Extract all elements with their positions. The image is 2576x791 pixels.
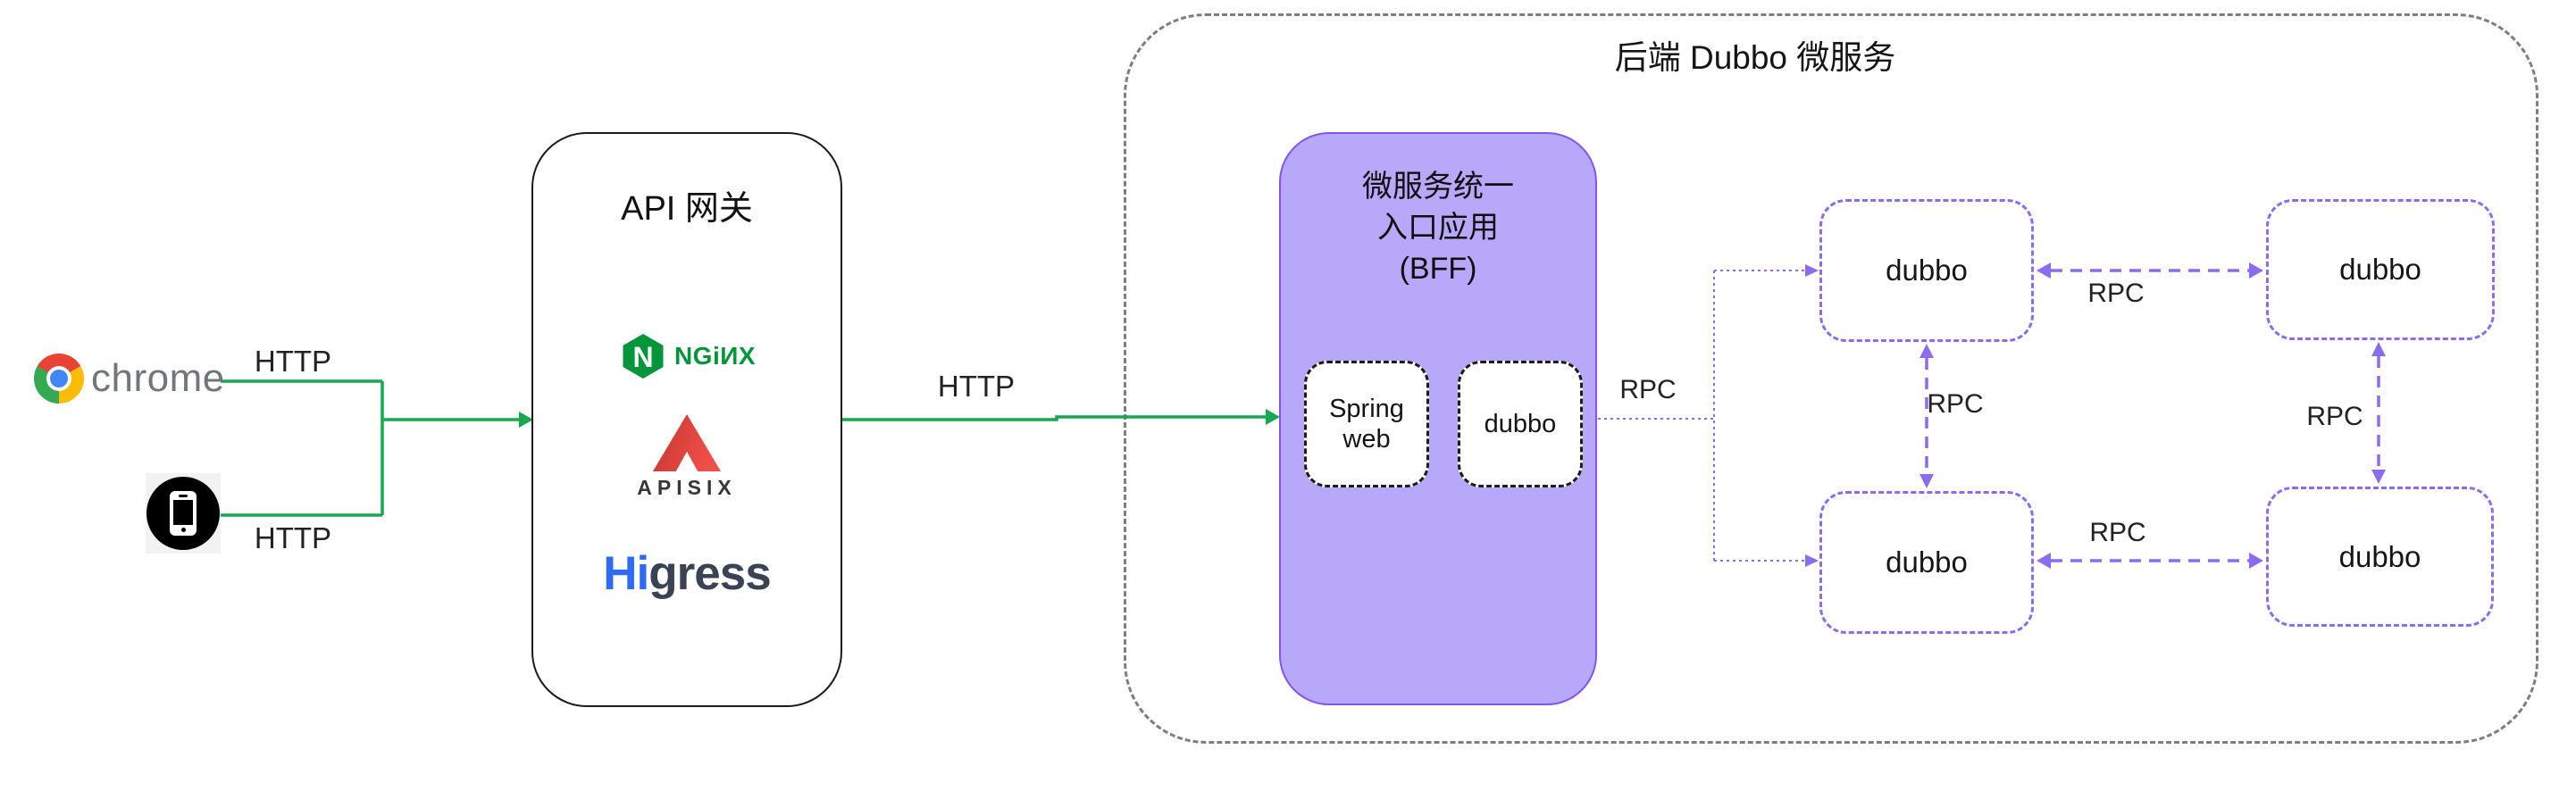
nginx-wordmark: NGiИX: [673, 342, 757, 370]
svg-text:N: N: [632, 341, 653, 373]
rpc-label-bottom: RPC: [2089, 518, 2146, 547]
bff-module-dubbo: dubbo: [1458, 361, 1583, 487]
http-label-gateway: HTTP: [937, 370, 1016, 403]
rpc-label-top: RPC: [2087, 279, 2145, 308]
higress-wordmark-gress: gress: [648, 547, 771, 600]
chrome-icon: [34, 354, 84, 404]
mobile-phone-icon: [146, 477, 220, 550]
backend-title: 后端 Dubbo 微服务: [1614, 39, 1896, 76]
rpc-label-left: RPC: [1927, 389, 1984, 419]
nginx-logo: N NGiИX: [533, 334, 841, 379]
nginx-hexagon-icon: N: [623, 334, 664, 379]
http-label-browser: HTTP: [254, 345, 332, 378]
rpc-label-right: RPC: [2306, 402, 2363, 431]
backend-dubbo-container: [1124, 13, 2538, 744]
chrome-client: chrome: [34, 354, 225, 404]
api-gateway-title: API 网关: [621, 190, 753, 228]
dubbo-service-top-right: dubbo: [2266, 199, 2495, 340]
apisix-triangle-icon: [652, 414, 722, 471]
apisix-logo: APISIX: [533, 414, 841, 500]
apisix-wordmark: APISIX: [637, 476, 737, 499]
bff-module-spring-web: Spring web: [1304, 361, 1429, 487]
mobile-client: [146, 473, 221, 554]
chrome-label: chrome: [91, 356, 225, 400]
http-label-phone: HTTP: [254, 521, 332, 554]
bff-title: 微服务统一 入口应用 (BFF): [1362, 170, 1514, 286]
dubbo-service-bottom-left: dubbo: [1819, 491, 2034, 634]
api-gateway-box: API 网关 N NGiИX APISIX Higress: [531, 132, 842, 707]
rpc-label-gateway: RPC: [1619, 375, 1677, 404]
dubbo-service-top-left: dubbo: [1819, 199, 2034, 342]
higress-wordmark-hi: Hi: [603, 547, 649, 600]
bff-box: 微服务统一 入口应用 (BFF) Spring web dubbo: [1279, 132, 1597, 705]
dubbo-service-bottom-right: dubbo: [2266, 487, 2494, 627]
higress-logo: Higress: [533, 546, 841, 601]
